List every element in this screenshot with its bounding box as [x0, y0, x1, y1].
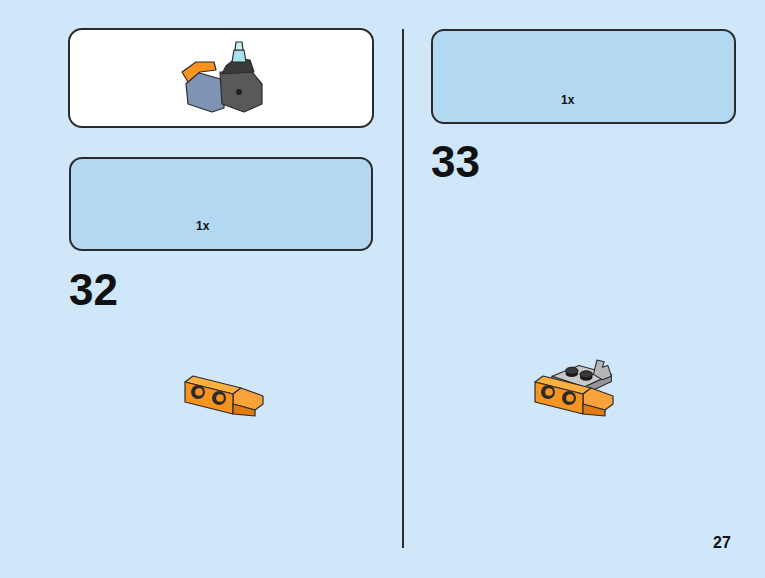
stud	[562, 391, 576, 405]
bracket-plate-edge	[233, 404, 255, 416]
pin-hole	[236, 89, 242, 95]
submodel-illustration	[182, 42, 262, 112]
stud-hole	[545, 388, 553, 396]
trans-stud-top	[235, 42, 243, 50]
step-number: 32	[69, 268, 118, 312]
parts-callout: 1x	[431, 29, 736, 124]
clip	[593, 360, 611, 380]
orange-bracket	[185, 376, 263, 416]
parts-callout: 1x	[69, 157, 373, 251]
stud-top	[566, 367, 579, 374]
dark-piece	[220, 72, 262, 112]
stud	[541, 385, 555, 399]
bracket-face	[535, 382, 583, 414]
part-count: 1x	[561, 93, 574, 107]
stud	[212, 391, 226, 405]
step-number: 33	[431, 140, 480, 184]
orange-slope	[182, 62, 216, 82]
stud-top	[580, 371, 593, 378]
stud-hole	[216, 394, 224, 402]
stud-hole	[566, 394, 574, 402]
page-number: 27	[713, 535, 731, 551]
part-count: 1x	[196, 219, 209, 233]
submodel-box	[69, 29, 373, 127]
stud	[191, 385, 205, 399]
stud-hole	[195, 388, 203, 396]
orange-bracket	[535, 376, 613, 416]
bracket-face	[185, 382, 233, 414]
bracket-plate-edge	[583, 404, 605, 416]
trans-stud	[232, 50, 246, 62]
step-divider	[402, 29, 404, 548]
